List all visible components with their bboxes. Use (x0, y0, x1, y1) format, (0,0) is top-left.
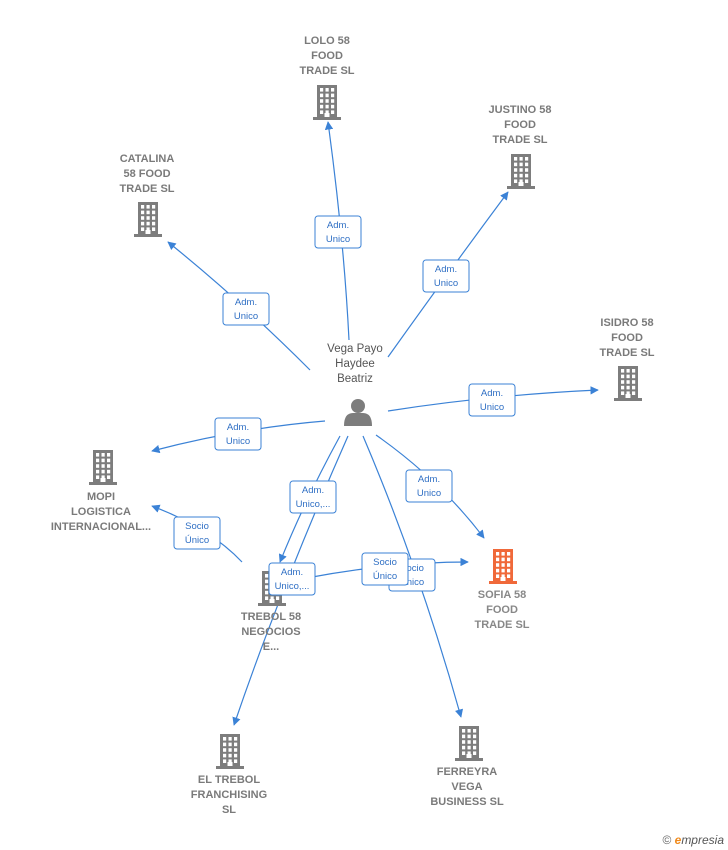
edge-label-lolo[interactable]: Adm. Unico (314, 215, 362, 249)
edge-label-box (173, 516, 221, 550)
building-icon[interactable] (313, 85, 341, 120)
edge-label-text: Socio (185, 521, 209, 532)
brand-initial: e (674, 833, 682, 847)
edge-label-text: Adm. (327, 220, 349, 231)
edge-label-text: Único (185, 535, 209, 546)
building-icon[interactable] (216, 734, 244, 769)
person-icon[interactable] (344, 399, 372, 426)
edge-label-text: Adm. (481, 388, 503, 399)
edge-label-text: Único (373, 571, 397, 582)
building-icon[interactable] (489, 549, 517, 584)
edge-label-eltrebol[interactable]: Adm. Unico,... (268, 562, 316, 596)
edge-label-isidro[interactable]: Adm. Unico (468, 383, 516, 417)
building-icon[interactable] (614, 366, 642, 401)
edge-label-box (214, 417, 262, 451)
edge-label-text: Adm. (418, 474, 440, 485)
edge-label-text: Adm. (435, 264, 457, 275)
edge-label-mopi[interactable]: Adm. Unico (214, 417, 262, 451)
edge-label-text: Unico (434, 278, 458, 289)
edge-label-text: Socio (373, 557, 397, 568)
edge-label-box (314, 215, 362, 249)
edge-labels-layer: Adm.UnicoAdm.UnicoAdm.UnicoAdm.UnicoAdm.… (173, 215, 516, 596)
edge-label-text: Adm. (281, 567, 303, 578)
edge-label-text: Único (400, 577, 424, 588)
edge-label-text: Unico,... (296, 499, 331, 510)
edge-label-box (222, 292, 270, 326)
edge-label-text: Unico (326, 234, 350, 245)
edge-label-text: Socio (400, 563, 424, 574)
edge-label-text: Adm. (302, 485, 324, 496)
edge-label-trebol[interactable]: Adm. Unico,... (289, 480, 337, 514)
edge-label-justino[interactable]: Adm. Unico (422, 259, 470, 293)
edge-label-text: Unico,... (275, 581, 310, 592)
edge-label-text: Unico (226, 436, 250, 447)
edge-label-text: Adm. (235, 297, 257, 308)
edge-label-box (361, 552, 409, 586)
edge-label-text: Unico (234, 311, 258, 322)
edge-label-text: Unico (480, 402, 504, 413)
building-icon[interactable] (89, 450, 117, 485)
edge-label-sofia[interactable]: Adm. Unico (405, 469, 453, 503)
building-icon[interactable] (507, 154, 535, 189)
building-icon[interactable] (134, 202, 162, 237)
edge-label-text: Unico (417, 488, 441, 499)
brand-name: mpresia (681, 833, 724, 847)
edge-label-box (422, 259, 470, 293)
edge-label-box (468, 383, 516, 417)
building-icon[interactable] (455, 726, 483, 761)
edge-label-text: Adm. (227, 422, 249, 433)
edge-label-box (289, 480, 337, 514)
edge-label-box (405, 469, 453, 503)
edge-label-box (268, 562, 316, 596)
copyright-symbol: © (662, 833, 672, 847)
watermark: © empresia (662, 833, 724, 847)
edge-label-catalina[interactable]: Adm. Unico (222, 292, 270, 326)
